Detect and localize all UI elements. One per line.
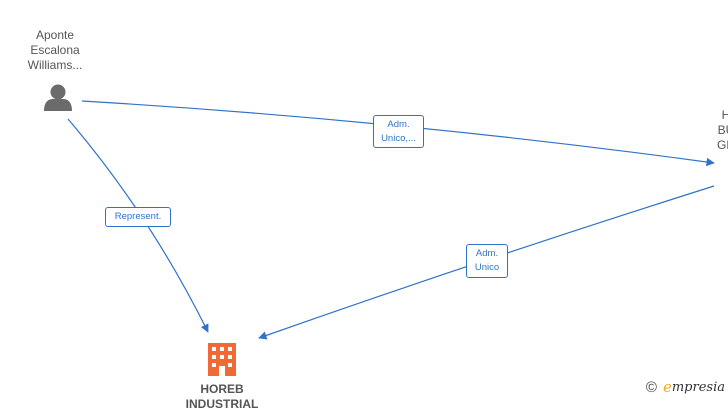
building-icon[interactable] bbox=[208, 343, 236, 376]
brand-logo-text: mpresia bbox=[671, 379, 725, 395]
holding-name: H BU GR bbox=[717, 108, 728, 152]
person-name: Aponte Escalona Williams... bbox=[27, 28, 83, 72]
edge-label-adm-unico-1[interactable]: Adm. Unico,... bbox=[373, 115, 424, 148]
empresia-watermark: © e mpresia bbox=[646, 378, 725, 396]
brand-logo-e: e bbox=[662, 378, 672, 396]
company-name: HOREB INDUSTRIAL bbox=[185, 382, 259, 411]
relationship-graph bbox=[44, 84, 715, 376]
copyright-icon: © bbox=[645, 378, 657, 396]
person-icon[interactable] bbox=[44, 84, 72, 112]
edge-label-represent[interactable]: Represent. bbox=[105, 207, 171, 227]
edge-label-adm-unico-2[interactable]: Adm. Unico bbox=[466, 244, 508, 278]
